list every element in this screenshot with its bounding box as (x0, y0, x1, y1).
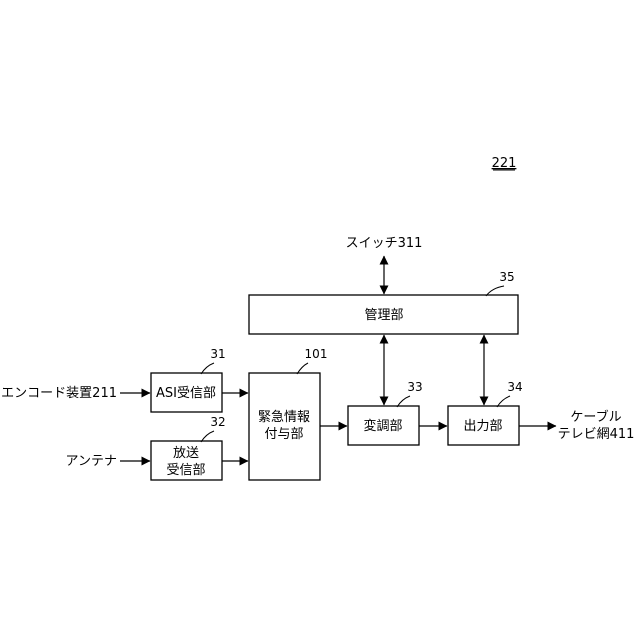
antenna-label: アンテナ (66, 454, 117, 469)
management-block-ref: 35 (499, 270, 514, 284)
modulation-block-label: 変調部 (363, 418, 402, 434)
emergency-info-label-line1: 緊急情報 (258, 410, 310, 425)
figure-ref-label: 221 (492, 156, 517, 171)
cable-network-label-line1: ケーブル (570, 409, 621, 425)
cable-network-label-line2: テレビ網411 (558, 427, 635, 442)
broadcast-reception-ref: 32 (210, 415, 225, 429)
management-block-label: 管理部 (364, 308, 403, 323)
asi-reception-label: ASI受信部 (156, 386, 216, 401)
emergency-info-ref: 101 (305, 347, 328, 361)
broadcast-reception-label-line1: 放送 (173, 446, 199, 461)
asi-reception-ref: 31 (210, 347, 225, 361)
modulation-block-ref: 33 (407, 380, 422, 394)
encoder-label: エンコード装置211 (1, 386, 117, 401)
switch-label: スイッチ311 (346, 236, 423, 251)
emergency-info-label-line2: 付与部 (264, 427, 303, 442)
output-block-label: 出力部 (463, 419, 502, 434)
broadcast-reception-label-line2: 受信部 (166, 463, 205, 478)
output-block-ref: 34 (507, 380, 522, 394)
